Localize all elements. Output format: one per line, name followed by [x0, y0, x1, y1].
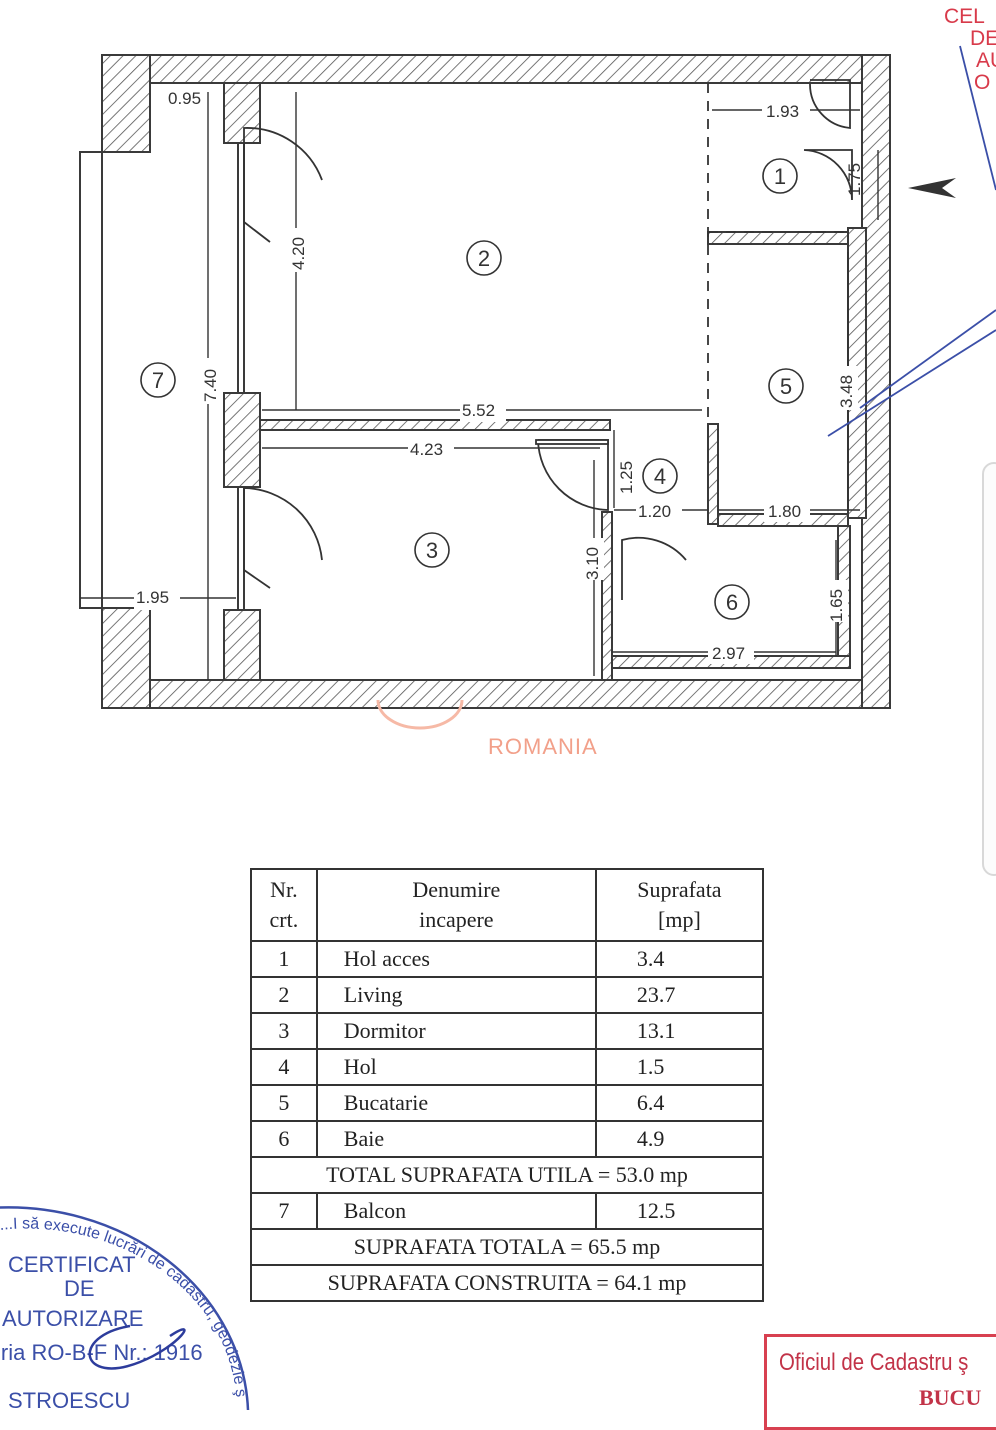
walls [101, 54, 891, 709]
dim-label: 1.65 [827, 589, 846, 622]
header-text: Denumire [412, 877, 501, 902]
room-label: 5 [780, 374, 792, 399]
zone-dashed [707, 83, 848, 424]
table-row: 2 Living 23.7 [250, 976, 765, 1014]
total-utila: TOTAL SUPRAFATA UTILA = 53.0 mp [250, 1156, 764, 1194]
total-construita: SUPRAFATA CONSTRUITA = 64.1 mp [250, 1264, 764, 1302]
stamp-top-right: CEL DE AU O [944, 6, 996, 116]
stamp-text-line: AU [976, 49, 996, 72]
header-name: Denumire incapere [315, 868, 597, 942]
cell-nr: 3 [250, 1012, 318, 1050]
entry-arrow-icon [908, 178, 956, 198]
dim-label: 1.75 [845, 163, 864, 196]
signature-icon [88, 1324, 186, 1370]
table-header-row: Nr. crt. Denumire incapere Suprafata [mp… [250, 868, 765, 942]
floor-plan: 0.95 1.93 1.75 4.20 7.40 5.52 4.23 1.25 … [79, 45, 996, 759]
edge-handle[interactable] [982, 462, 996, 876]
cell-nr: 6 [250, 1120, 318, 1158]
dim-label: 7.40 [201, 369, 220, 402]
dim-label: 0.95 [168, 89, 201, 108]
cell-area: 3.4 [594, 940, 765, 978]
cell-name: Baie [315, 1120, 597, 1158]
ocpi-stamp: Oficiul de Cadastru ş BUCU [764, 1334, 996, 1430]
room-label: 7 [152, 368, 164, 393]
room-label: 2 [478, 246, 490, 271]
ocpi-text: BUCU [919, 1385, 982, 1410]
stamp-text-line: O [974, 71, 991, 94]
room-label: 4 [654, 464, 666, 489]
dim-label: 4.20 [289, 237, 308, 270]
seal-line: DE [64, 1276, 95, 1301]
cell-nr: 5 [250, 1084, 318, 1122]
room-label: 3 [426, 538, 438, 563]
dim-label: 1.25 [617, 461, 636, 494]
authorization-seal: ...I să execute lucrări de cadastru, geo… [0, 1186, 249, 1410]
cell-name: Hol [315, 1048, 597, 1086]
header-text: crt. [269, 907, 299, 932]
signature-strokes [827, 45, 996, 437]
doors [243, 79, 853, 600]
cell-area: 4.9 [594, 1120, 765, 1158]
dim-label: 3.48 [837, 375, 856, 408]
seal-line: AUTORIZARE [2, 1306, 143, 1331]
cell-name: Hol acces [315, 940, 597, 978]
header-text: Nr. [270, 877, 298, 902]
room-label: 6 [726, 590, 738, 615]
table-total-row: SUPRAFATA CONSTRUITA = 64.1 mp [250, 1264, 764, 1302]
stamp-text-line: CEL [944, 5, 985, 28]
dim-label: 1.80 [768, 502, 801, 521]
header-area: Suprafata [mp] [594, 868, 765, 942]
table-total-row: TOTAL SUPRAFATA UTILA = 53.0 mp [250, 1156, 764, 1194]
cell-name: Dormitor [315, 1012, 597, 1050]
cell-nr: 2 [250, 976, 318, 1014]
cell-name: Bucatarie [315, 1084, 597, 1122]
cell-area: 6.4 [594, 1084, 765, 1122]
dimension-labels: 0.95 1.93 1.75 4.20 7.40 5.52 4.23 1.25 … [134, 86, 864, 664]
dim-label: 5.52 [462, 401, 495, 420]
table-row: 7 Balcon 12.5 [250, 1192, 765, 1230]
table-total-row: SUPRAFATA TOTALA = 65.5 mp [250, 1228, 764, 1266]
stamp-text-line: DE [970, 27, 996, 50]
table-row: 6 Baie 4.9 [250, 1120, 765, 1158]
dim-label: 2.97 [712, 644, 745, 663]
header-text: [mp] [658, 907, 701, 932]
seal-line: Seria RO-B-F Nr.: 1916 [0, 1340, 203, 1365]
room-label: 1 [774, 164, 786, 189]
cell-area: 1.5 [594, 1048, 765, 1086]
watermark: ROMANIA [376, 699, 598, 759]
seal-line: CERTIFICAT [8, 1252, 136, 1277]
seal-line: STROESCU [8, 1388, 130, 1410]
dim-label: 1.95 [136, 588, 169, 607]
table-row: 5 Bucatarie 6.4 [250, 1084, 765, 1122]
cell-name: Living [315, 976, 597, 1014]
header-text: Suprafata [637, 877, 722, 902]
table-row: 1 Hol acces 3.4 [250, 940, 765, 978]
total-suprafata: SUPRAFATA TOTALA = 65.5 mp [250, 1228, 764, 1266]
cell-nr: 4 [250, 1048, 318, 1086]
dim-label: 4.23 [410, 440, 443, 459]
cell-nr: 1 [250, 940, 318, 978]
cell-area: 23.7 [594, 976, 765, 1014]
table-row: 4 Hol 1.5 [250, 1048, 765, 1086]
cell-area: 13.1 [594, 1012, 765, 1050]
cell-name: Balcon [315, 1192, 597, 1230]
watermark-text: ROMANIA [488, 734, 598, 759]
dim-label: 3.10 [583, 547, 602, 580]
room-numbers [140, 158, 804, 620]
area-table: Nr. crt. Denumire incapere Suprafata [mp… [250, 868, 765, 1302]
dim-label: 1.93 [766, 102, 799, 121]
cell-nr: 7 [250, 1192, 318, 1230]
header-nr: Nr. crt. [250, 868, 318, 942]
dim-label: 1.20 [638, 502, 671, 521]
room-number-labels: 1 2 3 4 5 6 7 [152, 164, 792, 615]
cell-area: 12.5 [594, 1192, 765, 1230]
header-text: incapere [419, 907, 494, 932]
table-row: 3 Dormitor 13.1 [250, 1012, 765, 1050]
ocpi-text: Oficiul de Cadastru ş [779, 1349, 969, 1376]
